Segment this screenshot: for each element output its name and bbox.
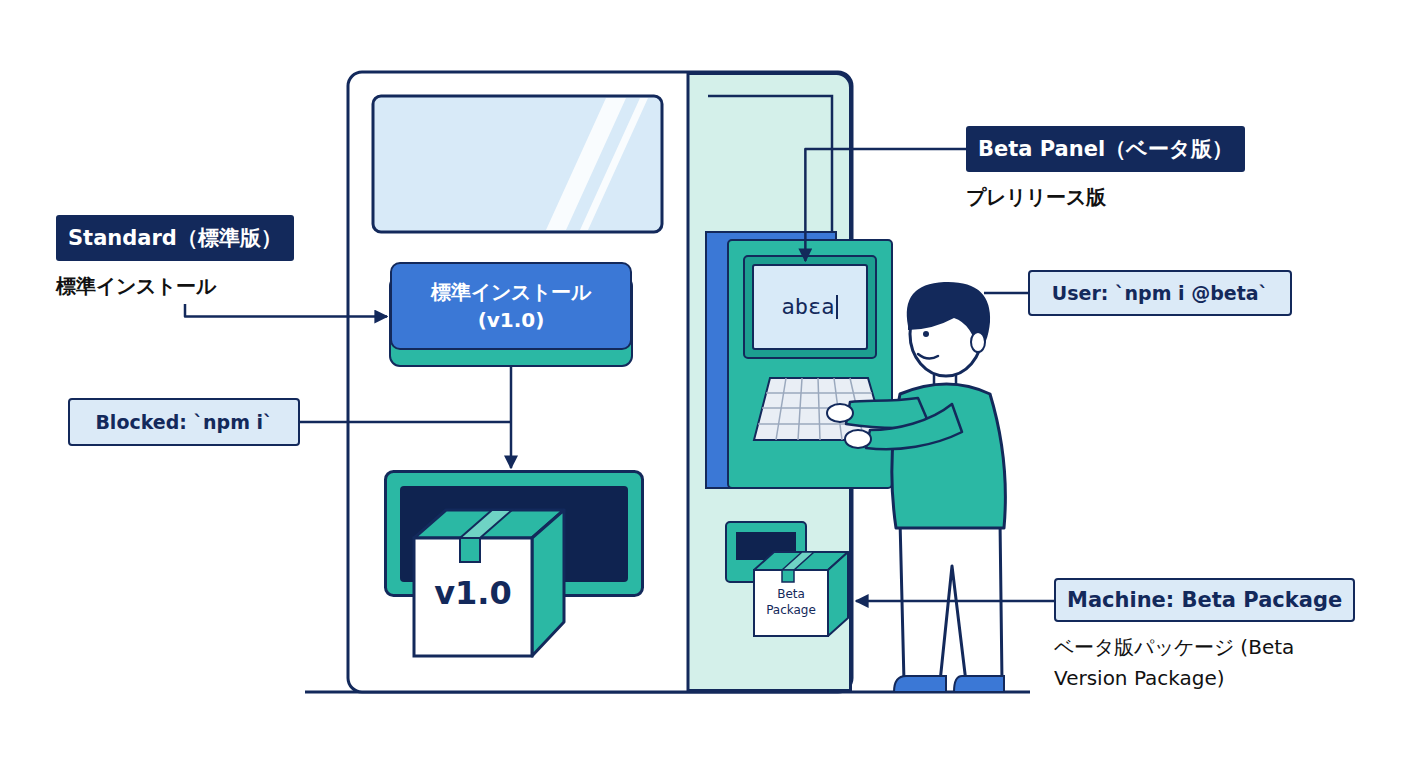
person-legs	[900, 520, 1002, 682]
window-glare	[580, 98, 648, 230]
person-smile	[918, 354, 938, 359]
keyboard-key-column	[818, 378, 820, 440]
button-label: 標準インストール (v1.0)	[421, 278, 601, 334]
label-node: Standard（標準版） 標準インストール	[56, 215, 356, 300]
box-tape	[782, 552, 814, 570]
box-side	[532, 510, 564, 656]
machine-window	[373, 96, 662, 232]
section-subtitle: プレリリース版	[966, 184, 1306, 211]
package-label: Beta Package	[754, 572, 828, 634]
section-heading: Beta Panel（ベータ版）	[966, 126, 1245, 172]
person-shoe	[954, 676, 1004, 692]
label-node: Beta Panel（ベータ版） プレリリース版	[966, 126, 1306, 211]
box-tape	[782, 570, 794, 582]
section-subtitle: 標準インストール	[56, 273, 356, 300]
node-outline	[384, 470, 644, 658]
screen-bezel	[744, 256, 876, 358]
install-button: 標準インストール (v1.0)	[390, 262, 632, 350]
box-tape	[460, 538, 480, 562]
box-tape	[460, 510, 512, 538]
keyboard-key-column	[776, 378, 786, 440]
person-arm	[866, 404, 962, 449]
person-hand	[845, 430, 871, 448]
leader-line	[300, 421, 511, 424]
person-hair	[907, 282, 990, 352]
callout-text: Blocked: `npm i`	[95, 411, 272, 433]
connector-arrow	[185, 304, 387, 317]
connector-arrow	[856, 600, 1054, 603]
beta-panel	[728, 240, 892, 488]
label-node: Machine: Beta Package ベータ版パッケージ (Beta Ver…	[1054, 578, 1374, 694]
leader-line	[984, 292, 1028, 295]
beta-package-box: Beta Package	[752, 546, 852, 638]
callout-text: User: `npm i @beta`	[1052, 282, 1268, 304]
person-ear	[971, 332, 985, 352]
box-side	[828, 552, 848, 636]
section-heading: Standard（標準版）	[56, 215, 294, 261]
panel-screen: abεa	[752, 264, 868, 350]
person-eye	[923, 331, 929, 337]
box-front	[414, 538, 532, 656]
connector-arrow	[805, 149, 966, 261]
callout-heading: Machine: Beta Package	[1054, 578, 1355, 622]
person-hand	[827, 404, 853, 422]
section-subtitle: ベータ版パッケージ (Beta Version Package)	[1054, 632, 1374, 694]
package-label: v1.0	[414, 574, 532, 612]
keyboard-key-column	[798, 378, 802, 440]
connector-arrow	[510, 366, 513, 468]
person-shoe	[894, 676, 946, 692]
box-front	[754, 570, 828, 636]
door-outline	[708, 96, 832, 232]
callout-box: Blocked: `npm i`	[68, 398, 300, 446]
package-slot: v1.0	[384, 470, 644, 658]
screen-text: abεa	[782, 295, 839, 319]
callout-box: User: `npm i @beta`	[1028, 270, 1292, 316]
